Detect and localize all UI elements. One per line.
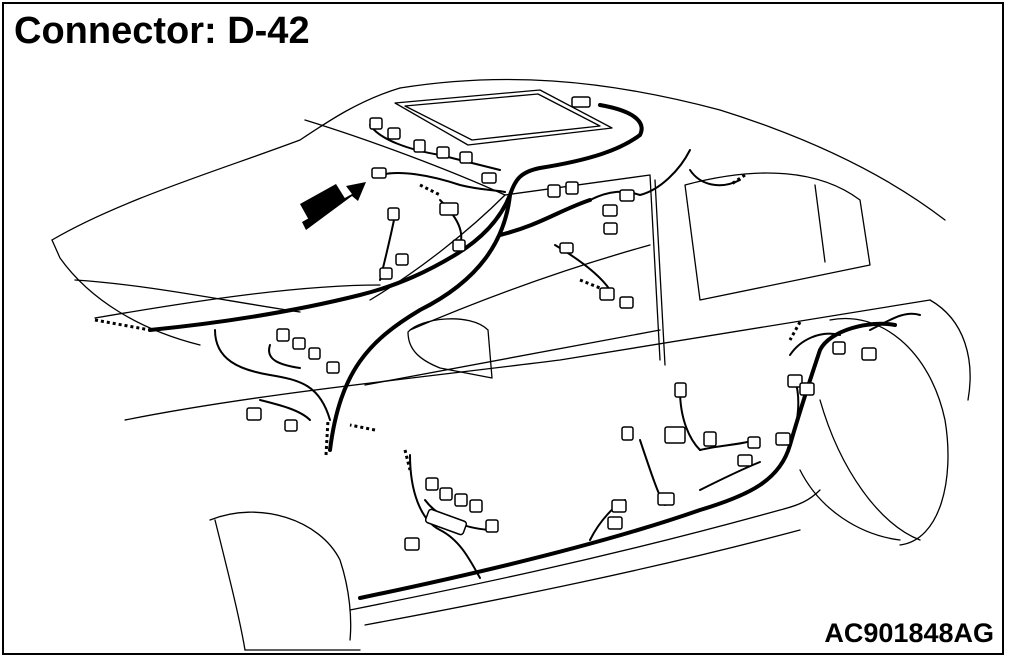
- page-title: Connector: D-42: [14, 10, 310, 52]
- harness-dashes: [94, 173, 802, 471]
- figure-code: AC901848AG: [824, 618, 994, 648]
- wiring-harness: [148, 103, 921, 600]
- car-body-outline: [51, 78, 971, 651]
- arrow-pointer-icon: [300, 182, 366, 230]
- connector-blocks: [246, 96, 877, 551]
